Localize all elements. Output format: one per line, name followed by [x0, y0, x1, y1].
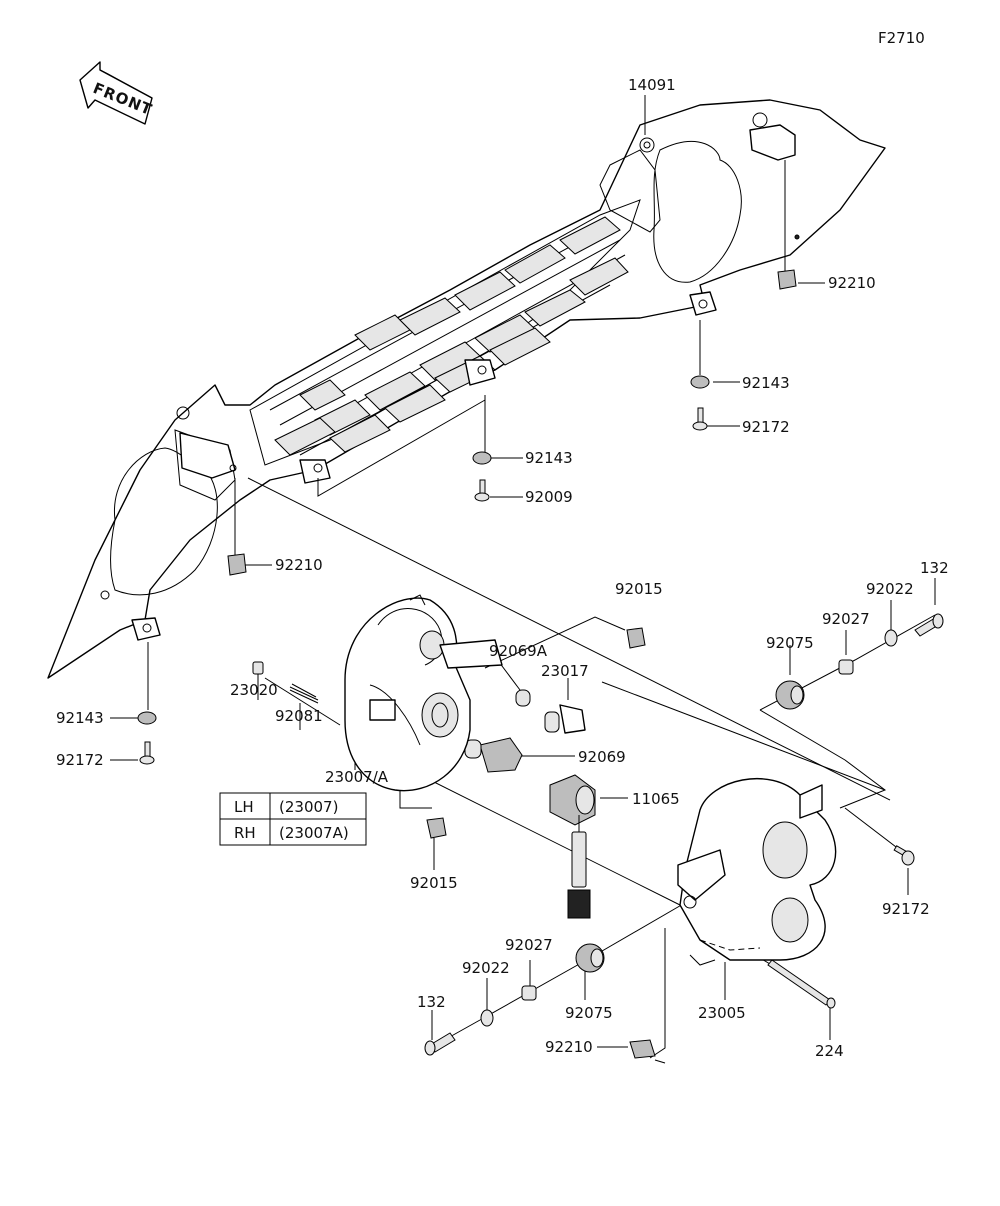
- washer-92022-right: [884, 629, 898, 647]
- callout-132-bottom: 132: [417, 993, 446, 1011]
- callout-92143-right: 92143: [742, 374, 790, 392]
- bulb-92069A: [515, 689, 531, 707]
- callout-92210-bottom: 92210: [545, 1038, 593, 1056]
- side-variant-table: LH (23007) RH (23007A): [219, 792, 367, 846]
- grommet-92075-right: [775, 680, 805, 710]
- leader-lines: [110, 95, 936, 1064]
- callout-92081: 92081: [275, 707, 323, 725]
- hardware-parts: [137, 269, 944, 1059]
- callout-92075-bottom: 92075: [565, 1004, 613, 1022]
- callout-92172-bottom-right: 92172: [882, 900, 930, 918]
- callout-92075-right: 92075: [766, 634, 814, 652]
- callout-92022-bottom: 92022: [462, 959, 510, 977]
- headlight-assembly-23005: [677, 778, 837, 966]
- callout-92172-left: 92172: [56, 751, 104, 769]
- callout-224: 224: [815, 1042, 844, 1060]
- bolt-132-right: [914, 613, 944, 637]
- table-row-lh-part: (23007): [279, 798, 338, 816]
- table-row-rh-side: RH: [234, 824, 256, 842]
- collar-92027-bottom: [521, 985, 537, 1001]
- callout-92022-right: 92022: [866, 580, 914, 598]
- socket-92069: [464, 737, 523, 773]
- clip-92210-bottom: [629, 1039, 656, 1059]
- callout-23020: 23020: [230, 681, 278, 699]
- callout-92015-top: 92015: [615, 580, 663, 598]
- callout-92143-mid: 92143: [525, 449, 573, 467]
- callout-92069: 92069: [578, 748, 626, 766]
- table-row-lh-side: LH: [234, 798, 254, 816]
- callout-92210-top: 92210: [828, 274, 876, 292]
- bolt-224: [767, 959, 836, 1009]
- callout-11065: 11065: [632, 790, 680, 808]
- bulb-23017: [544, 704, 586, 734]
- screw-92009: [474, 479, 490, 502]
- nut-92015-bottom: [426, 817, 447, 839]
- callout-92027-bottom: 92027: [505, 936, 553, 954]
- callout-92069A: 92069A: [489, 642, 548, 660]
- callout-92015-bottom: 92015: [410, 874, 458, 892]
- washer-92143-mid: [472, 451, 492, 465]
- grommet-92075-bottom: [575, 943, 605, 973]
- callout-92172-right: 92172: [742, 418, 790, 436]
- callout-14091: 14091: [628, 76, 676, 94]
- callout-92009: 92009: [525, 488, 573, 506]
- callout-labels: 14091 92210 92143 92172 92143 92009 9221…: [56, 76, 949, 1060]
- callout-23007A: 23007/A: [325, 768, 389, 786]
- washer-92143-left: [137, 711, 157, 725]
- screw-92172-bottom-right: [893, 845, 915, 866]
- callout-92210-left: 92210: [275, 556, 323, 574]
- bolt-132-bottom: [424, 1032, 456, 1056]
- callout-132-right: 132: [920, 559, 949, 577]
- headlight-cover: [47, 99, 886, 679]
- washer-92143-right: [690, 375, 710, 389]
- callout-23017: 23017: [541, 662, 589, 680]
- screw-92172-left: [139, 741, 155, 765]
- clip-92210-top: [777, 269, 797, 290]
- connector-11065: [549, 774, 596, 919]
- washer-92022-bottom: [480, 1009, 494, 1027]
- cap-23020: [252, 661, 264, 675]
- spring-92081: [289, 683, 319, 704]
- table-row-rh-part: (23007A): [279, 824, 349, 842]
- clip-92210-left: [227, 553, 247, 576]
- nut-92015-top: [626, 627, 646, 649]
- figure-code: F2710: [878, 29, 925, 47]
- callout-23005: 23005: [698, 1004, 746, 1022]
- collar-92027-right: [838, 659, 854, 675]
- callout-92143-left: 92143: [56, 709, 104, 727]
- reflector-housing-23007: [344, 594, 503, 792]
- front-arrow-icon: FRONT: [79, 61, 155, 125]
- screw-92172-right: [692, 407, 708, 431]
- callout-92027-right: 92027: [822, 610, 870, 628]
